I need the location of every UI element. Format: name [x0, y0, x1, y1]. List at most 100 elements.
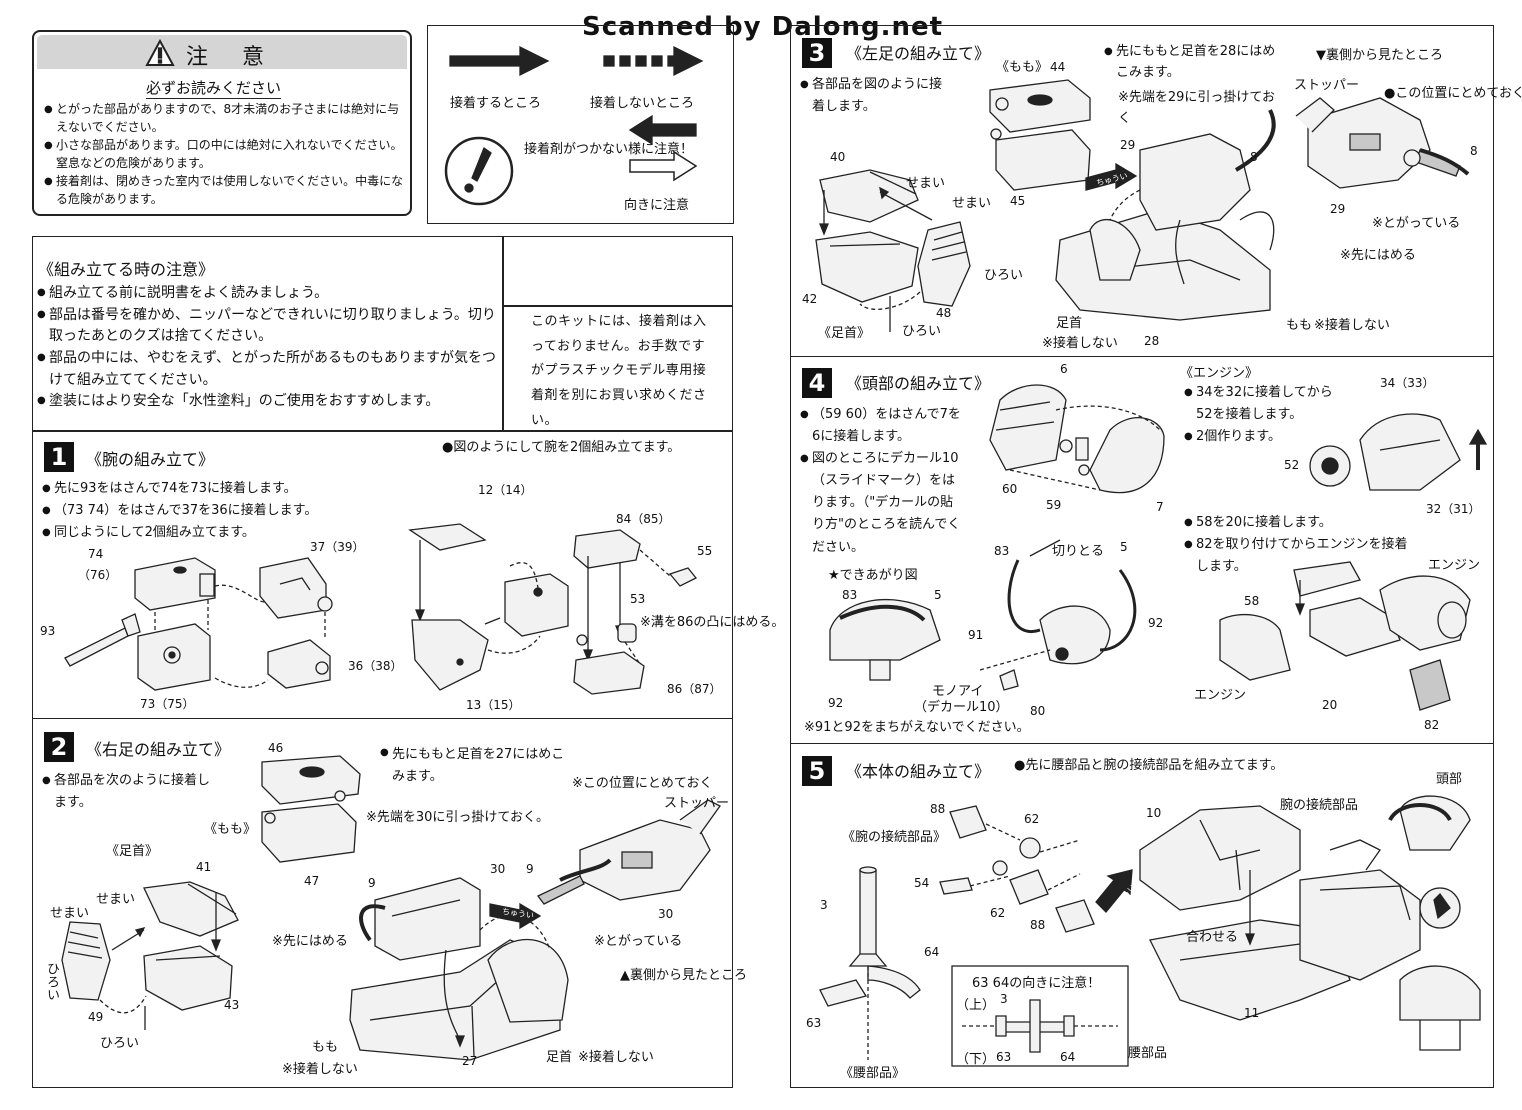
s4-label-7: 7 — [1156, 500, 1164, 514]
label-hiroi1: ひろい — [44, 962, 59, 1001]
label-momo: 《もも》 — [204, 822, 257, 837]
engine-item: 2個作ります。 — [1184, 426, 1334, 448]
s4-label-52: 52 — [1284, 458, 1300, 472]
no-glue-dashed-arrow-icon — [603, 45, 704, 77]
step4-item: （59 60）をはさんで7を6に接着します。 — [800, 404, 962, 448]
glue-arrow-icon — [449, 45, 550, 77]
step4-title: 《頭部の組み立て》 — [846, 374, 991, 393]
legend-careful-glue: 接着剤がつかない様に注意！ — [524, 142, 694, 157]
caution-title: 注 意 — [186, 45, 271, 70]
label-semai1: せまい — [96, 892, 136, 907]
label-togatte: ※とがっている — [594, 934, 683, 949]
s3-label-29b: 29 — [1330, 202, 1346, 216]
s3-label-stopper-pos: ●この位置にとめておく — [1384, 86, 1522, 101]
step5-body-diagram — [819, 795, 1481, 1067]
s3-label-28: 28 — [1144, 334, 1160, 348]
label-stopper-pos: ※この位置にとめておく — [572, 776, 713, 791]
step3-list: 各部品を図のように接着します。 — [800, 74, 950, 118]
s4-label-83a: 83 — [842, 588, 858, 602]
label-ashikubi2: 足首 — [546, 1050, 573, 1065]
label-41: 41 — [196, 860, 212, 874]
s4-label-engine1: エンジン — [1428, 558, 1481, 573]
step3-leg-diagram — [815, 79, 1470, 332]
label-groove-note: ※溝を86の凸にはめる。 — [640, 615, 785, 630]
engine-item: 34を32に接着してから52を接着します。 — [1184, 382, 1334, 426]
label-ashikubi: 《足首》 — [106, 844, 159, 859]
label-no-glue1: ※接着しない — [282, 1062, 358, 1077]
s4-label-58: 58 — [1244, 594, 1260, 608]
label-76: （76） — [78, 568, 118, 582]
s5-label-waist2: 腰部品 — [1128, 1046, 1168, 1061]
s4-label-cut: 切りとる — [1052, 544, 1105, 559]
step1-arm-diagram — [64, 523, 698, 695]
step5-note: ●先に腰部品と腕の接続部品を組み立てます。 — [1014, 758, 1284, 773]
s3-label-44: 44 — [1050, 60, 1066, 74]
s3-label-hiroi2: ひろい — [902, 324, 942, 339]
s4-label-92b: 92 — [1148, 616, 1164, 630]
label-momo2: もも — [312, 1040, 339, 1055]
step5-title: 《本体の組み立て》 — [846, 762, 991, 781]
step3-note1-bullet: ● — [1104, 46, 1113, 57]
step3-note2: ※先端を29に引っ掛けておく — [1118, 90, 1276, 126]
notes-divider-v — [502, 236, 504, 431]
direction-arrows-icon — [628, 114, 698, 182]
s5-label-64: 64 — [924, 945, 940, 959]
step4-head-diagram — [829, 384, 1488, 711]
label-86: 86（87） — [667, 682, 722, 696]
label-84: 84（85） — [616, 512, 671, 526]
s4-label-80: 80 — [1030, 704, 1046, 718]
s3-label-42: 42 — [802, 292, 818, 306]
s5-label-head: 頭部 — [1436, 772, 1463, 787]
label-9a: 9 — [368, 876, 376, 890]
caution-item: とがった部品がありますので、8才未満のお子さまには絶対に与えないでください。 — [44, 100, 408, 136]
s4-label-decal: （デカール10） — [914, 700, 1009, 715]
step3-item: 各部品を図のように接着します。 — [800, 74, 950, 118]
label-43: 43 — [224, 998, 240, 1012]
label-hiroi2: ひろい — [100, 1036, 140, 1051]
label-74: 74 — [88, 547, 104, 561]
s4-label-32: 32（31） — [1426, 502, 1481, 516]
s3-label-29: 29 — [1120, 138, 1136, 152]
s3-label-sakini: ※先にはめる — [1340, 248, 1416, 263]
caution-subtitle: 必ずお読みください — [146, 79, 282, 99]
label-36: 36（38） — [348, 659, 403, 673]
s5-label-down: （下） — [956, 1052, 996, 1067]
s4-label-20: 20 — [1322, 698, 1338, 712]
legend-box: 接着するところ 接着しないところ 接着剤がつかない様に注意！ 向きに注意 — [427, 25, 734, 224]
label-73: 73（75） — [140, 697, 195, 711]
caution-header — [37, 35, 407, 69]
s3-label-no-glue2: ※接着しない — [1314, 318, 1390, 333]
s3-label-45: 45 — [1010, 194, 1026, 208]
s3-label-momo: 《もも》 — [996, 60, 1049, 75]
step1-number: 1 — [44, 442, 74, 472]
s5-label-arm-joint2: 腕の接続部品 — [1280, 798, 1359, 813]
step1-item: 同じようにして2個組み立てます。 — [42, 522, 317, 544]
step4-list: （59 60）をはさんで7を6に接着します。 図のところにデカール10（スライド… — [800, 404, 962, 559]
engine-item: 58を20に接着します。 — [1184, 512, 1414, 534]
s5-label-63b: 63 — [996, 1050, 1012, 1064]
step1-title: 《腕の組み立て》 — [86, 450, 215, 469]
step2-note2: ※先端を30に引っ掛けておく。 — [366, 810, 550, 825]
step2-note1-bullet: ● — [380, 747, 389, 758]
assembly-notes-title: 《組み立てる時の注意》 — [38, 260, 215, 279]
s4-label-engine2: エンジン — [1194, 688, 1247, 703]
legend-glue: 接着するところ — [450, 96, 542, 111]
s3-label-ashikubi2: 足首 — [1056, 316, 1083, 331]
s5-label-54: 54 — [914, 876, 930, 890]
s3-label-8b: 8 — [1470, 144, 1478, 158]
s3-label-hiroi1: ひろい — [984, 268, 1024, 283]
label-47: 47 — [304, 874, 320, 888]
step3-number: 3 — [802, 38, 832, 68]
s4-label-60: 60 — [1002, 482, 1018, 496]
s4-label-34: 34（33） — [1380, 376, 1435, 390]
s5-label-62a: 62 — [1024, 812, 1040, 826]
s4-label-5a: 5 — [934, 588, 942, 602]
step5-number: 5 — [802, 756, 832, 786]
label-13: 13（15） — [466, 698, 521, 712]
label-semai2: せまい — [50, 906, 90, 921]
label-30a: 30 — [490, 862, 506, 876]
s4-label-finished: ★できあがり図 — [828, 568, 918, 583]
step4-warn: ※91と92をまちがえないでください。 — [804, 720, 1030, 735]
s3-label-48: 48 — [936, 306, 952, 320]
label-stopper: ストッパー — [664, 796, 730, 811]
